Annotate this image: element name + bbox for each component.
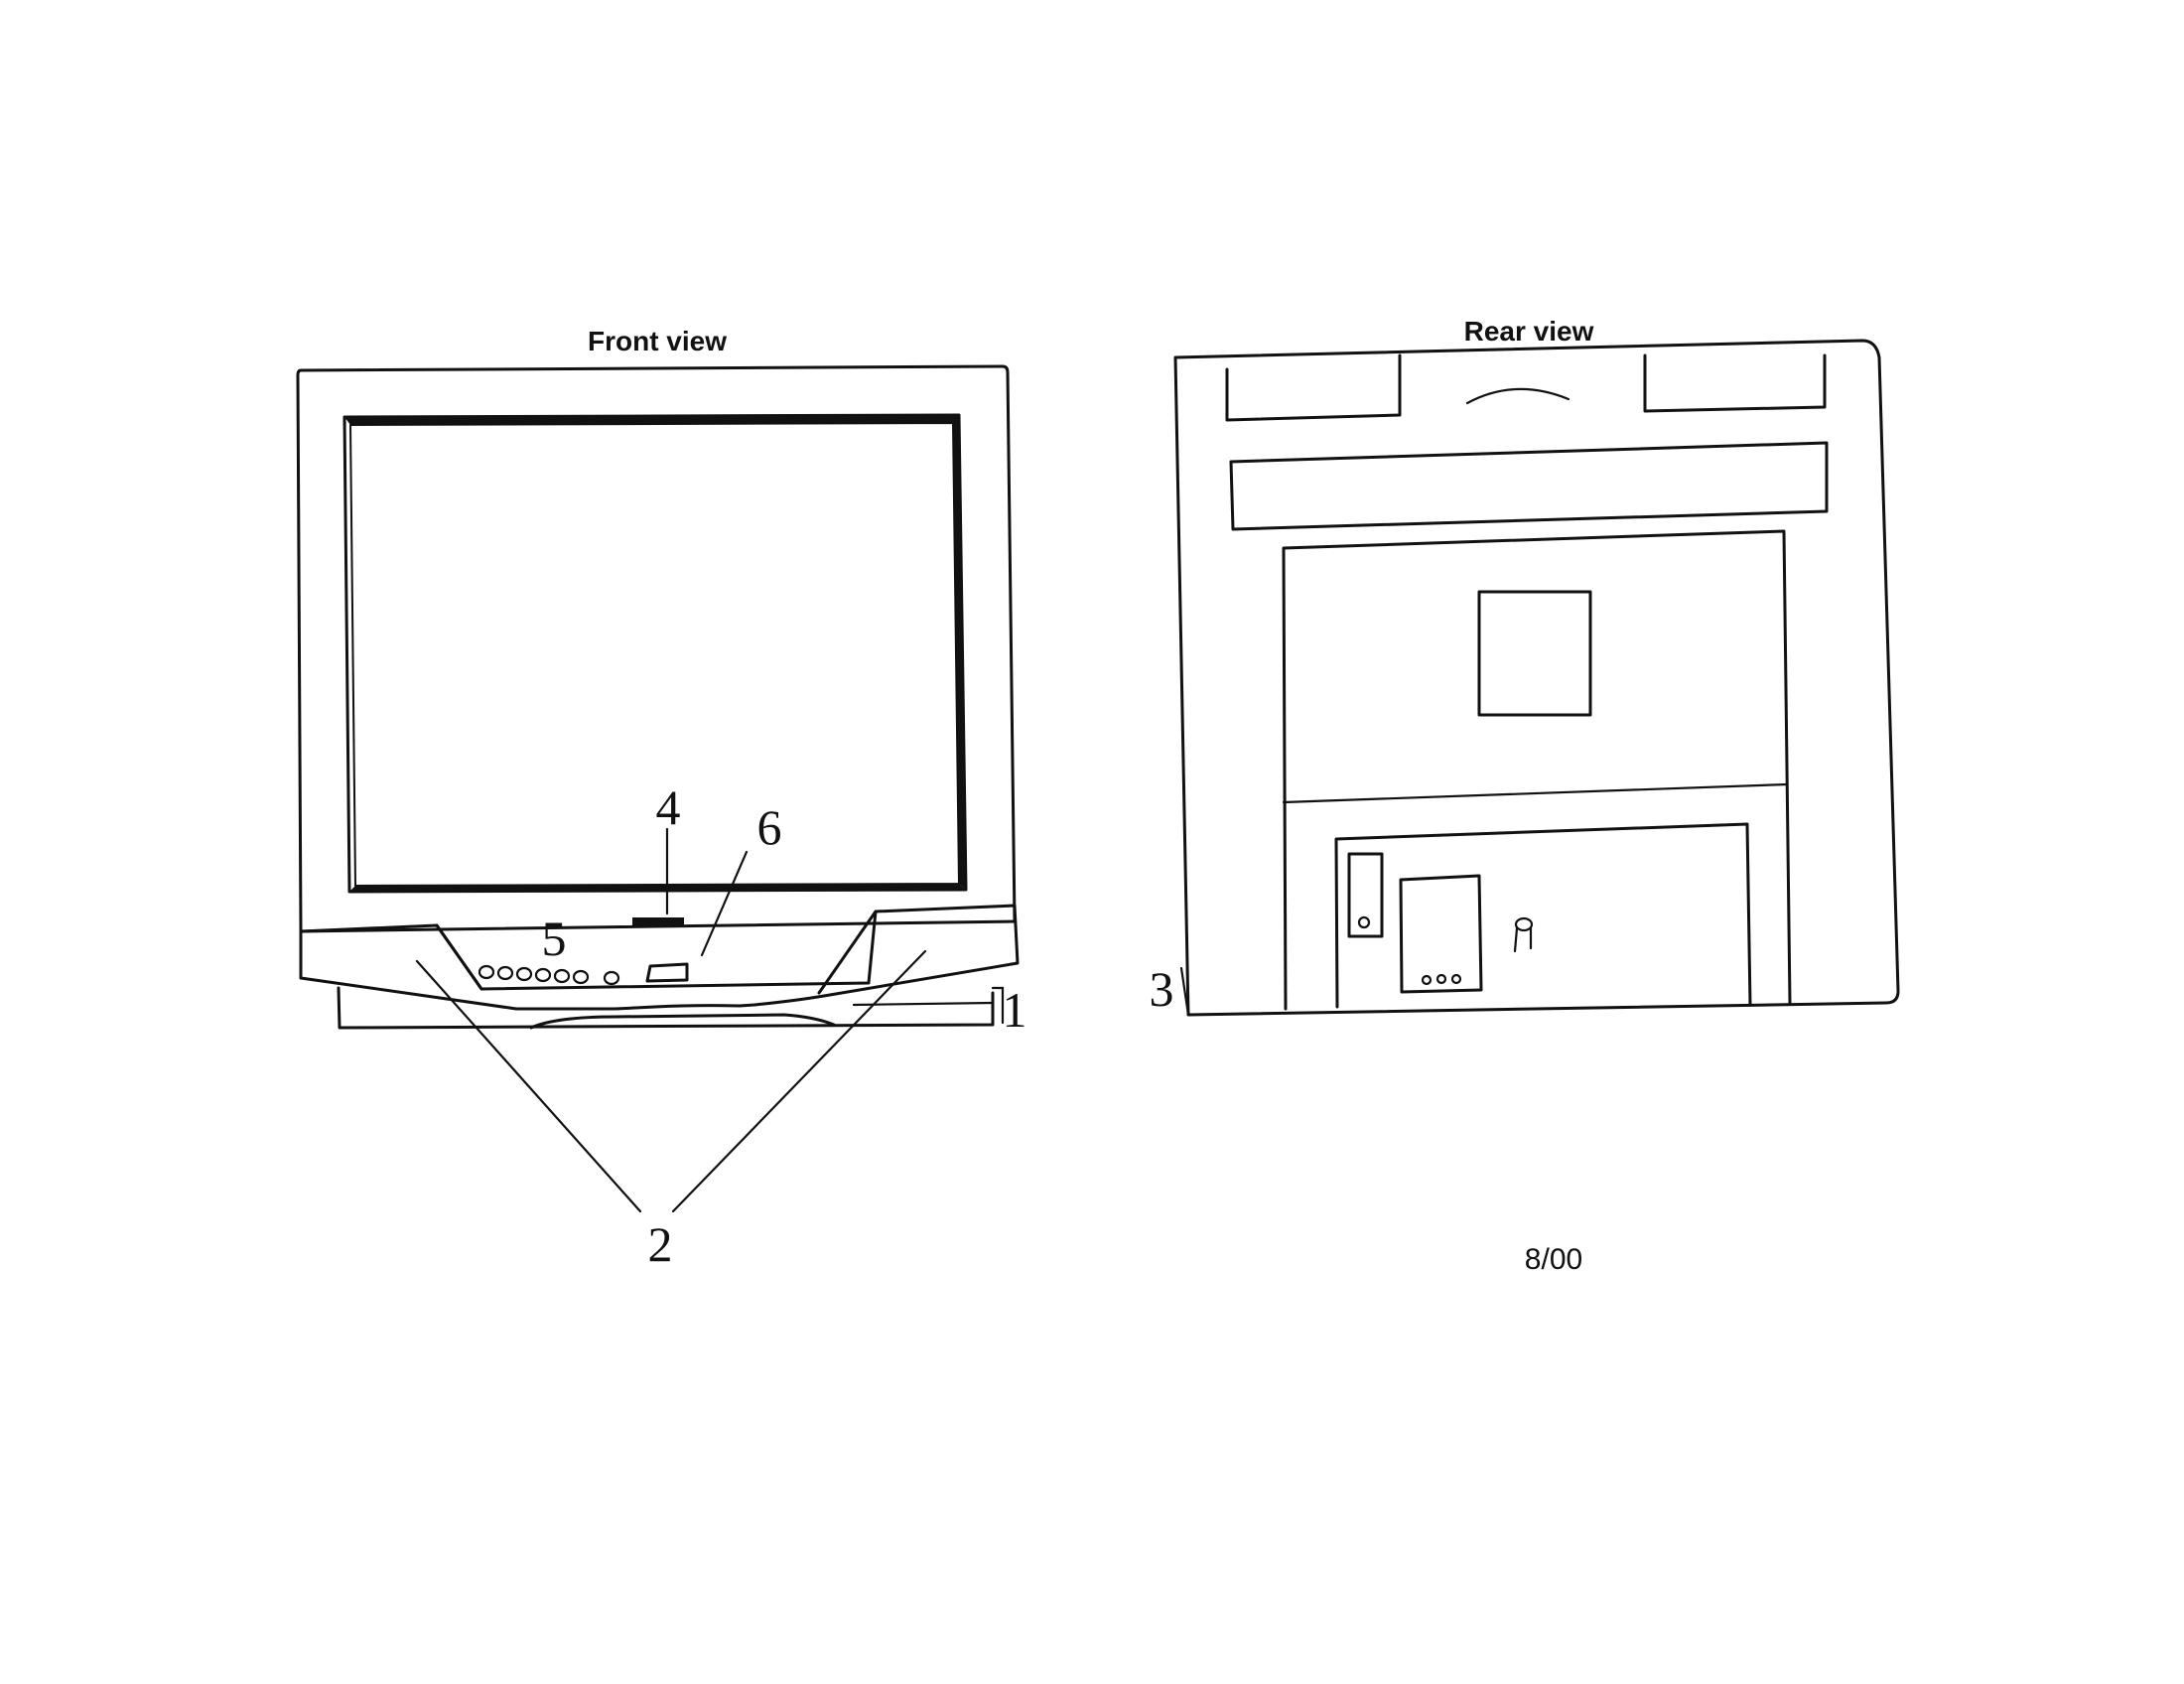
front-view-title: Front view [588, 326, 727, 356]
antenna-connector [1513, 916, 1534, 953]
rear-terminal-panel [1334, 822, 1752, 1009]
leader-1 [991, 986, 1005, 1025]
rear-band [1229, 441, 1829, 531]
leader-2a [415, 959, 642, 1213]
power-indicator [632, 917, 684, 925]
front-panel [299, 904, 1020, 1011]
rear-cabinet [1173, 339, 1900, 1017]
front-cabinet [296, 364, 1017, 933]
rear-label-plate [1477, 590, 1592, 717]
callout-6: 6 [757, 799, 782, 855]
front-screen [342, 413, 968, 894]
rear-view: Rear view 3 [1150, 316, 1900, 1017]
rear-view-title: Rear view [1464, 316, 1594, 347]
rear-av-jacks [1421, 973, 1462, 986]
callout-2: 2 [648, 1216, 673, 1272]
rear-vent-left [1225, 353, 1402, 422]
callout-4: 4 [656, 779, 681, 835]
footer-date: 8/00 [1525, 1243, 1582, 1276]
rear-av-panel [1399, 874, 1483, 994]
callout-1: 1 [1003, 982, 1027, 1038]
leader-2b [671, 949, 927, 1213]
control-buttons [478, 964, 620, 986]
rear-handle [1465, 387, 1570, 405]
rear-jack [1357, 915, 1371, 929]
rear-cover [1282, 529, 1792, 1011]
callout-5: 5 [542, 911, 567, 966]
leader-3 [1179, 966, 1190, 1017]
front-view: Front view [296, 326, 1027, 1272]
front-stand [337, 986, 995, 1030]
remote-sensor [645, 962, 689, 983]
rear-vent-right [1643, 353, 1827, 413]
leader-6 [700, 850, 749, 957]
rear-jack-box [1347, 852, 1384, 938]
callout-3: 3 [1150, 961, 1174, 1017]
